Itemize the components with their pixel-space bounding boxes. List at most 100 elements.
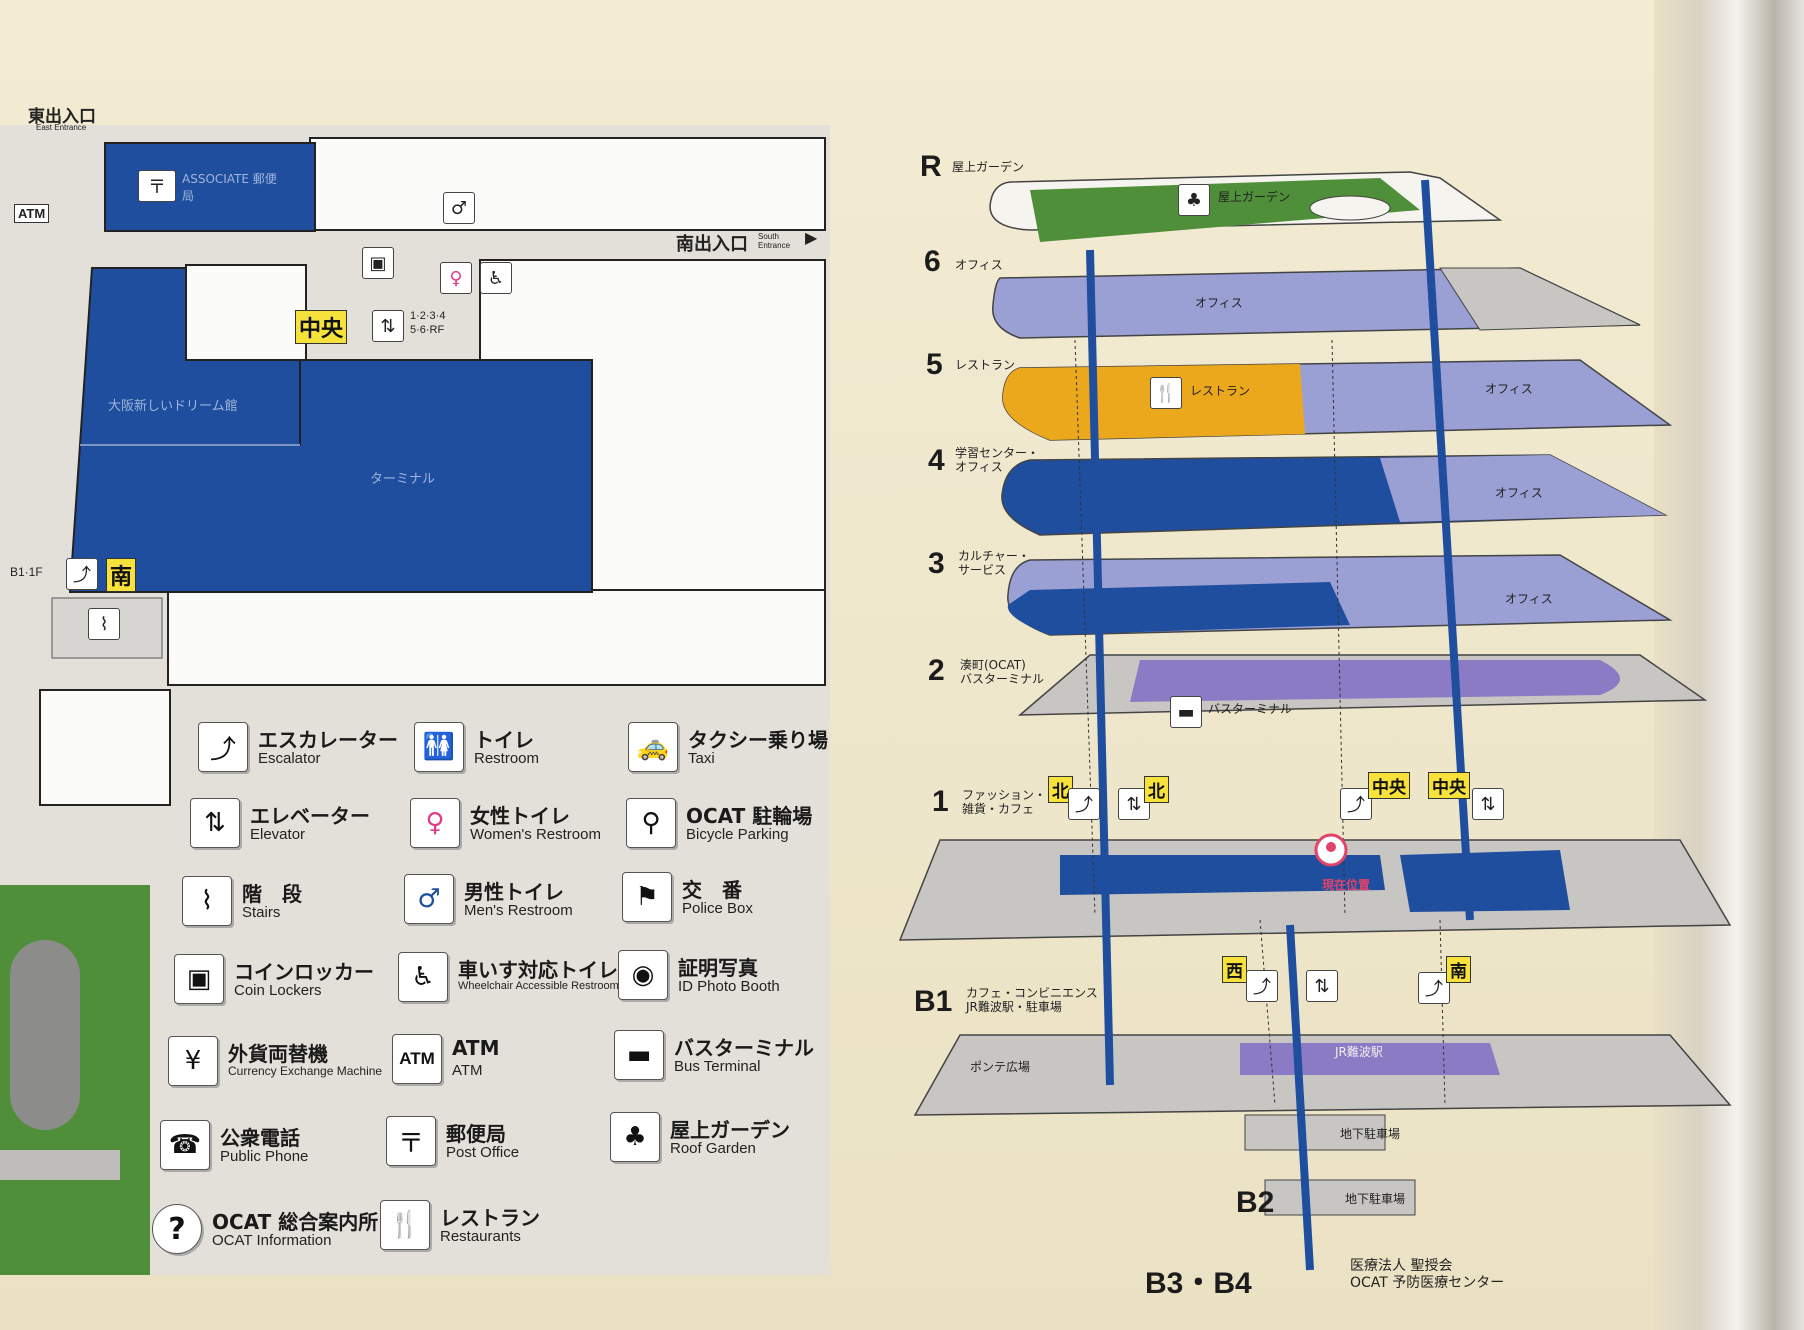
currency-exchange-icon: ¥ — [168, 1036, 218, 1086]
legend-label-en: ID Photo Booth — [678, 978, 780, 995]
atm-icon: ATM — [392, 1034, 442, 1084]
floor-name-6: オフィス — [955, 258, 1003, 272]
floor-b2 — [1264, 1179, 1416, 1216]
legend-item: ♂ 男性トイレ Men's Restroom — [404, 874, 614, 934]
legend-item: ▬ バスターミナル Bus Terminal — [614, 1030, 824, 1090]
legend-label: 車いす対応トイレ — [458, 958, 618, 982]
floor-name-2: 湊町(OCAT) バスターミナル — [960, 658, 1045, 686]
elevator-icon: ⇅ — [190, 798, 240, 848]
escalator-icon: ⤴ — [1068, 788, 1100, 820]
room-lower-left — [39, 689, 171, 806]
floor-plan — [0, 125, 830, 1275]
dream-room-label: 大阪新しいドリーム館 — [108, 399, 238, 414]
legend-label: 屋上ガーデン — [670, 1118, 790, 1142]
legend-label-en: Escalator — [258, 750, 321, 767]
floor-number-4: 4 — [928, 444, 945, 477]
b1-parking-label: 地下駐車場 — [1340, 1127, 1401, 1141]
floor-number-1: 1 — [932, 785, 949, 818]
legend-label: コインロッカー — [234, 960, 374, 984]
floor-b1-jr-namba — [1240, 1043, 1500, 1075]
stairs-icon: ⌇ — [182, 876, 232, 926]
coin-locker-icon: ▣ — [362, 247, 394, 279]
legend-item: 🚕 タクシー乗り場 Taxi — [628, 722, 838, 782]
legend-label-en: Police Box — [682, 900, 753, 917]
elevator-icon: ⇅ — [372, 310, 404, 342]
legend-item: ▣ コインロッカー Coin Lockers — [174, 954, 384, 1014]
floor-2-bus-terminal — [1130, 660, 1620, 702]
floor-name-1: ファッション・ 雑貨・カフェ — [962, 788, 1047, 816]
legend-label-en: Wheelchair Accessible Restroom — [458, 980, 619, 992]
floor-number-2: 2 — [928, 654, 945, 687]
legend-label-en: Post Office — [446, 1144, 520, 1161]
restaurant-icon: 🍴 — [1150, 377, 1182, 409]
roof-garden-label: 屋上ガーデン — [1218, 190, 1291, 204]
legend-label: 外貨両替機 — [228, 1042, 328, 1066]
office-5-label: オフィス — [1485, 382, 1533, 396]
womens-restroom-icon: ♀ — [410, 798, 460, 848]
legend-label: 女性トイレ — [470, 804, 570, 828]
floor-number-6: 6 — [924, 245, 941, 278]
legend-label-en: Coin Lockers — [234, 982, 322, 999]
legend-item: ⚲ OCAT 駐輪場 Bicycle Parking — [626, 798, 836, 858]
legend-label-en: Taxi — [688, 750, 715, 767]
room-bottom — [167, 589, 826, 686]
legend-label-en: Restaurants — [440, 1228, 521, 1245]
legend-item: ⇅ エレベーター Elevator — [190, 798, 400, 858]
legend-label: タクシー乗り場 — [688, 728, 828, 752]
room-small — [185, 264, 307, 361]
escalator-icon: ⤴ — [1340, 788, 1372, 820]
west-tag: 西 — [1222, 956, 1247, 983]
post-office-icon: 〒 — [138, 170, 176, 202]
floor-name-3: カルチャー・ サービス — [958, 549, 1030, 577]
bus-icon: ▬ — [614, 1030, 664, 1080]
floor-number-b1: B1 — [914, 985, 953, 1018]
east-entrance-label: 東出入口 — [28, 107, 96, 127]
mens-restroom-icon: ♂ — [443, 192, 475, 224]
office-3-label: オフィス — [1505, 592, 1553, 606]
wheelchair-icon: ♿ — [480, 262, 512, 294]
office-6-label: オフィス — [1195, 296, 1243, 310]
main-room-label: ターミナル — [370, 472, 436, 487]
restaurant-icon: 🍴 — [380, 1200, 430, 1250]
bicycle-icon: ⚲ — [626, 798, 676, 848]
ponte-plaza-label: ポンテ広場 — [970, 1060, 1031, 1074]
south-entrance-label: 南出入口 — [676, 234, 748, 255]
office-4-label: オフィス — [1495, 486, 1543, 500]
legend-label: 男性トイレ — [464, 880, 564, 904]
legend-label-en: ATM — [452, 1062, 483, 1079]
legend-label-en: Elevator — [250, 826, 306, 843]
legend-item: ♿ 車いす対応トイレ Wheelchair Accessible Restroo… — [398, 952, 619, 1012]
floor-name-b3-b4: 医療法人 聖授会 OCAT 予防医療センター — [1350, 1258, 1505, 1291]
floor-stack — [898, 171, 1732, 1271]
escalator-icon: ⤴ — [1246, 970, 1278, 1002]
legend-label-en: Restroom — [474, 750, 540, 767]
coin-locker-icon: ▣ — [174, 954, 224, 1004]
legend-item: 〒 郵便局 Post Office — [386, 1116, 596, 1176]
legend-item: ♀ 女性トイレ Women's Restroom — [410, 798, 620, 858]
legend-item: ⤴ エスカレーター Escalator — [198, 722, 408, 782]
legend-label-en: Currency Exchange Machine — [228, 1064, 383, 1078]
legend-label: 公衆電話 — [220, 1126, 300, 1150]
south-entrance-en: South Entrance — [758, 232, 791, 250]
post-office-room-label: ASSOCIATE 郵便局 — [182, 172, 277, 203]
b1-1f-label: B1·1F — [10, 565, 43, 579]
sign-frame — [1654, 0, 1804, 1330]
legend-label-en: OCAT Information — [212, 1232, 332, 1249]
floor-number-5: 5 — [926, 348, 943, 381]
jr-namba-label: JR難波駅 — [1335, 1045, 1383, 1059]
legend-label: エレベーター — [250, 804, 370, 828]
central-tag: 中央 — [1428, 772, 1470, 799]
legend-item: ☎ 公衆電話 Public Phone — [160, 1120, 370, 1180]
central-tag: 中央 — [1368, 772, 1410, 799]
legend-label: OCAT 駐輪場 — [686, 804, 813, 828]
wheelchair-icon: ♿ — [398, 952, 448, 1002]
post-office-icon: 〒 — [386, 1116, 436, 1166]
legend-item: ⌇ 階 段 Stairs — [182, 876, 392, 936]
floor-name-4: 学習センター・ オフィス — [955, 446, 1040, 474]
legend-label-en: Public Phone — [220, 1148, 309, 1165]
legend-item: ? OCAT 総合案内所 OCAT Information — [152, 1204, 378, 1264]
legend-item: ATM ATM ATM — [392, 1034, 602, 1094]
atm-label: ATM — [14, 204, 50, 223]
restaurant-5-label: レストラン — [1190, 384, 1251, 398]
floor-name-r: 屋上ガーデン — [952, 160, 1025, 174]
